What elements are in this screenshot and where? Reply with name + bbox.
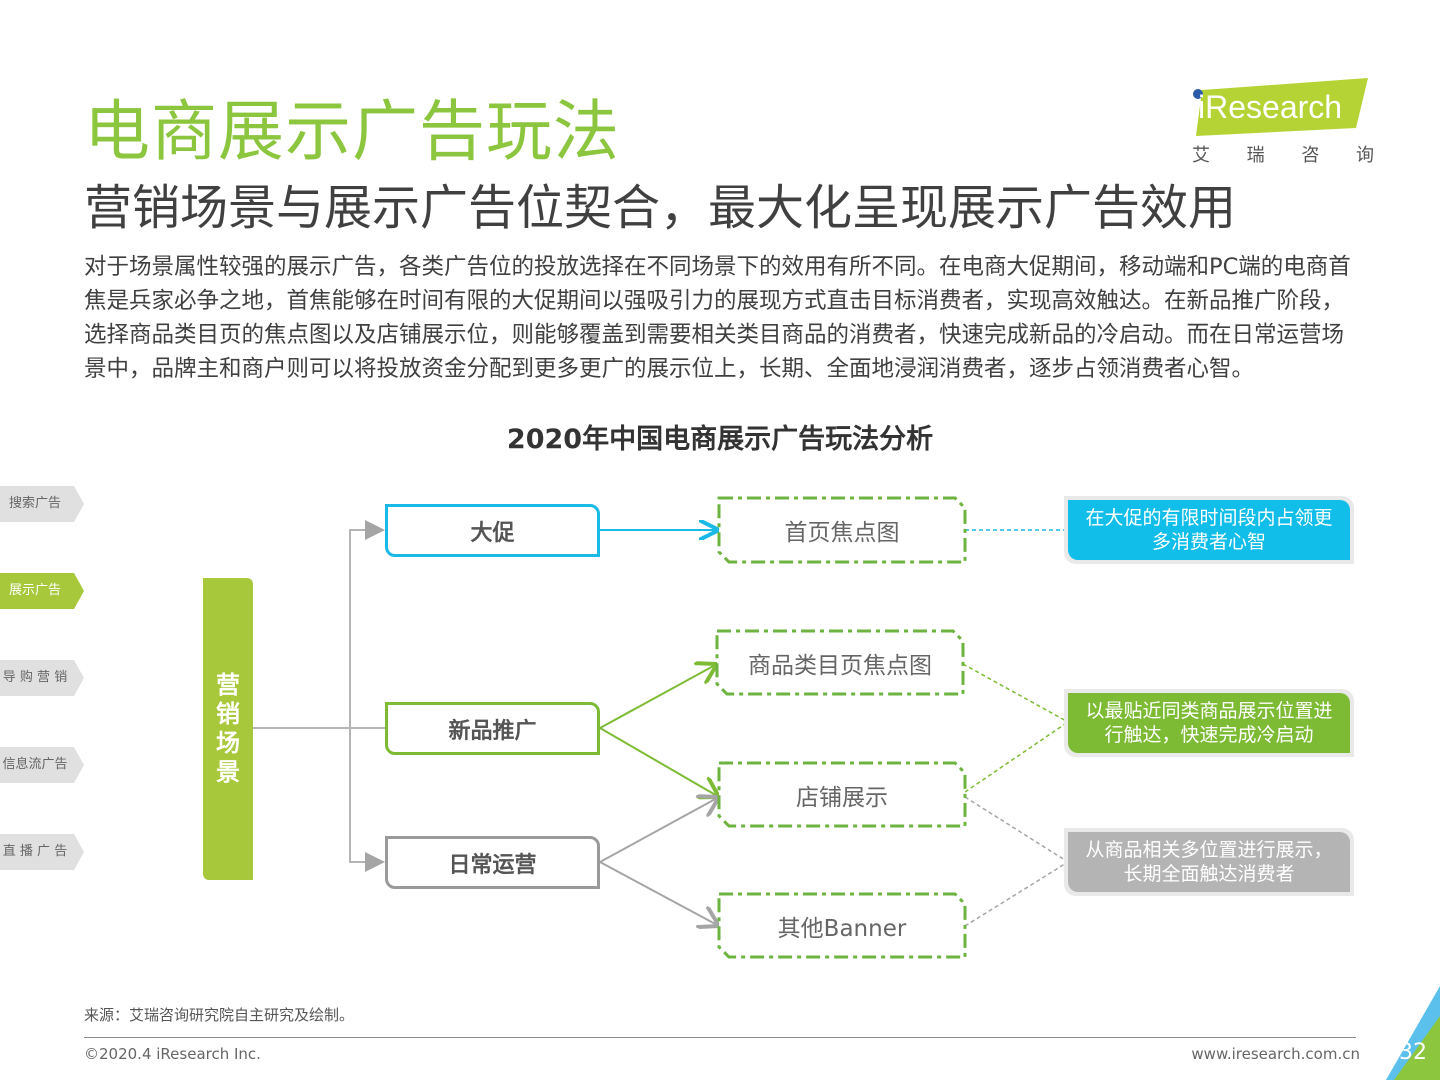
side-tab-search-ads[interactable]: 搜索广告 xyxy=(0,486,84,522)
side-tab-label: 导 购 营 销 xyxy=(2,670,68,685)
source-note: 来源：艾瑞咨询研究院自主研究及绘制。 xyxy=(84,1006,355,1024)
logo-char: 瑞 xyxy=(1246,145,1265,166)
copyright: ©2020.4 iResearch Inc. xyxy=(84,1045,261,1063)
scene-char: 销 xyxy=(216,700,240,728)
link-banner-result xyxy=(964,861,1069,927)
placement-box-homepage xyxy=(717,496,967,564)
iresearch-logo: iResearch xyxy=(1188,76,1374,168)
placement-label-category-focus: 商品类目页焦点图 xyxy=(748,652,932,679)
page-subtitle: 营销场景与展示广告位契合，最大化呈现展示广告效用 xyxy=(84,180,1237,236)
side-tab-feed-ads[interactable]: 信息流广告 xyxy=(0,747,84,783)
result-box-daily-ops: 从商品相关多位置进行展示，长期全面触达消费者 xyxy=(1068,832,1350,892)
side-tab-shopping-guide[interactable]: 导 购 营 销 xyxy=(0,660,84,696)
scene-char: 场 xyxy=(216,729,240,757)
scene-char: 景 xyxy=(216,758,240,786)
scenario-node-dacu: 大促 xyxy=(385,504,600,557)
arrow-xinpin-category xyxy=(599,664,717,729)
side-tab-label: 搜索广告 xyxy=(8,496,61,511)
footer-divider xyxy=(84,1037,1356,1038)
page-number: 32 xyxy=(1399,1040,1427,1065)
arrow-xinpin-store xyxy=(599,727,719,797)
side-tab-label: 信息流广告 xyxy=(2,757,68,772)
logo-chinese: 艾 瑞 咨 询 xyxy=(1192,141,1374,167)
chart-title: 2020年中国电商展示广告玩法分析 xyxy=(506,424,934,455)
link-store-result-green xyxy=(964,721,1069,793)
page-title: 电商展示广告玩法 xyxy=(84,93,620,170)
website-link[interactable]: www.iresearch.com.cn xyxy=(1191,1045,1360,1063)
corner-decoration xyxy=(1386,986,1440,1080)
side-tab-display-ads[interactable]: 展示广告 xyxy=(0,573,84,609)
logo-char: 询 xyxy=(1355,145,1374,166)
placement-box-category xyxy=(715,629,965,696)
scenario-node-new-product: 新品推广 xyxy=(385,702,600,755)
logo-char: 艾 xyxy=(1192,145,1210,166)
result-box-new-product: 以最贴近同类商品展示位置进行触达，快速完成冷启动 xyxy=(1068,693,1350,753)
placement-box-store xyxy=(717,761,967,828)
placement-label-banner: 其他Banner xyxy=(777,915,907,942)
arrow-richang-store xyxy=(599,797,719,863)
logo-text: iResearch xyxy=(1198,89,1342,125)
side-tab-label: 展示广告 xyxy=(8,583,61,598)
scenario-node-daily-ops: 日常运营 xyxy=(385,836,600,889)
scene-char: 营 xyxy=(216,671,240,699)
scene-bar xyxy=(203,578,253,880)
connector-to-richang xyxy=(349,728,385,872)
arrow-richang-banner xyxy=(599,861,719,926)
link-category-result xyxy=(962,663,1069,723)
placement-label-homepage-focus: 首页焦点图 xyxy=(784,520,900,546)
placement-box-banner xyxy=(717,892,967,959)
link-store-result-gray xyxy=(964,796,1069,863)
intro-paragraph: 对于场景属性较强的展示广告，各类广告位的投放选择在不同场景下的效用有所不同。在电… xyxy=(84,254,1351,382)
side-tab-label: 直 播 广 告 xyxy=(2,844,68,859)
result-box-dacu: 在大促的有限时间段内占领更多消费者心智 xyxy=(1068,500,1350,560)
logo-char: 咨 xyxy=(1301,145,1320,166)
connector-to-dacu xyxy=(349,520,385,728)
side-tab-live-ads[interactable]: 直 播 广 告 xyxy=(0,834,84,870)
scene-label: 营 销 场 景 xyxy=(203,578,253,880)
placement-label-store: 店铺展示 xyxy=(796,784,888,811)
